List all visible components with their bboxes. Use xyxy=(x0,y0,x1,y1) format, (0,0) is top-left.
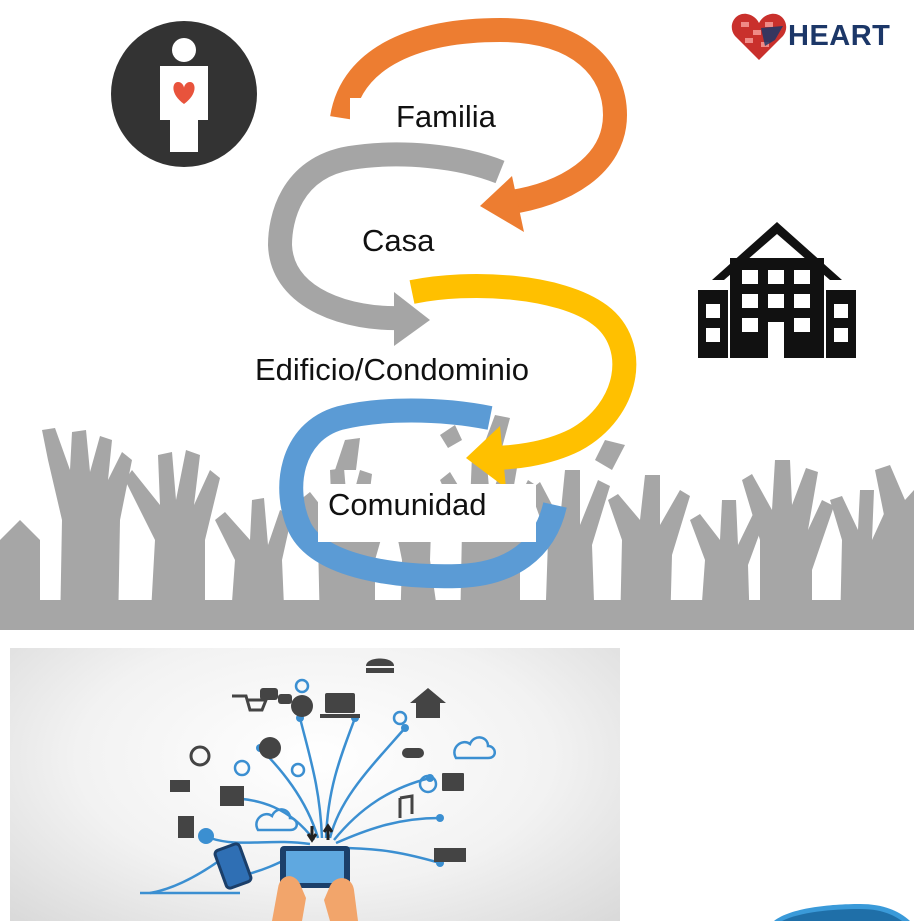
eye-icon xyxy=(290,762,306,778)
food-icon xyxy=(366,658,394,666)
clock-icon xyxy=(233,759,251,777)
casa-label: Casa xyxy=(362,223,435,258)
edificio-arrow xyxy=(409,273,637,470)
close-icon xyxy=(294,678,310,694)
piano-icon xyxy=(434,848,466,862)
play-icon xyxy=(418,774,438,794)
target-icon xyxy=(392,710,408,726)
brand-name: HEART xyxy=(788,20,891,52)
person-heart-icon xyxy=(111,21,257,167)
building-icon xyxy=(698,222,856,358)
laptop-icon xyxy=(325,693,355,713)
email-icon xyxy=(189,745,211,767)
gamepad-icon xyxy=(402,748,424,758)
edificio-arrowhead xyxy=(466,426,506,488)
casa-label-bg xyxy=(330,222,490,262)
comunidad-label-bg xyxy=(318,484,536,542)
heart-brick-logo xyxy=(731,13,787,61)
globe-icon xyxy=(291,695,313,717)
document-icon xyxy=(178,816,194,838)
video-icon xyxy=(442,773,464,791)
familia-label-bg xyxy=(350,98,570,138)
edificio-label-bg xyxy=(250,352,570,392)
cloud-icon-2 xyxy=(255,808,298,832)
comunidad-label: Comunidad xyxy=(328,487,487,522)
comunidad-arrow xyxy=(279,398,567,589)
partial-blue-shape xyxy=(774,904,910,921)
cloud-icon xyxy=(453,736,496,760)
sync-arrows-icon xyxy=(306,823,334,843)
connected-tablet-network xyxy=(10,648,620,921)
familia-arrow xyxy=(330,17,628,215)
globe-network-icon xyxy=(259,737,281,759)
familia-label: Familia xyxy=(396,99,496,134)
home-icon xyxy=(410,688,446,718)
right-hand xyxy=(324,878,358,921)
person-desk-icon xyxy=(220,786,244,806)
left-hand xyxy=(272,876,306,921)
music-icon xyxy=(398,794,414,818)
mobile-phone-icon xyxy=(213,842,253,890)
chat-icon xyxy=(260,688,278,700)
familia-arrowhead xyxy=(480,176,524,232)
edificio-label: Edificio/Condominio xyxy=(255,352,529,387)
casa-arrowhead xyxy=(394,292,430,346)
casa-arrow xyxy=(267,142,505,331)
money-icon xyxy=(198,828,214,844)
chart-icon xyxy=(170,780,190,792)
